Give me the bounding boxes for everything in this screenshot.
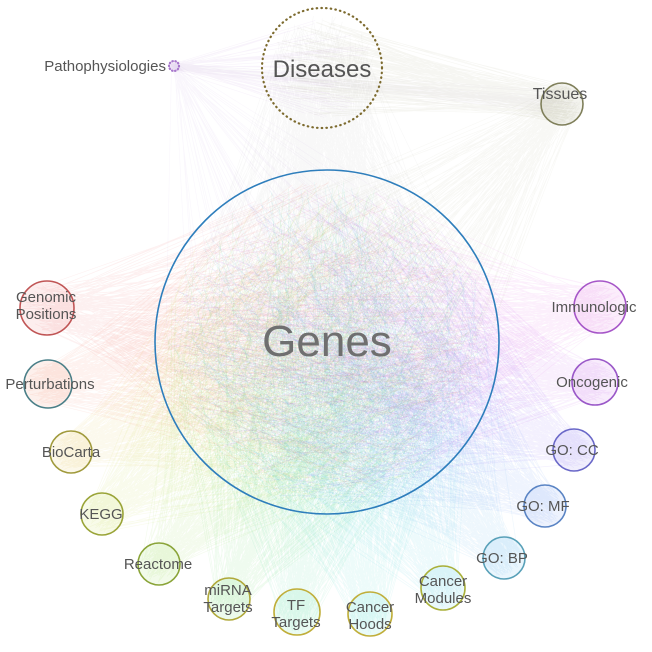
node-go_cc[interactable] — [552, 428, 596, 472]
nodes — [19, 6, 627, 637]
node-go_bp[interactable] — [482, 536, 526, 580]
node-reactome[interactable] — [137, 542, 181, 586]
edge-bundle-perturbations-genes — [27, 181, 486, 492]
node-oncogenic[interactable] — [571, 358, 619, 406]
node-tf_targets[interactable] — [273, 588, 321, 636]
edge-bundle-pathophysiologies-tissues — [170, 62, 579, 119]
edge-bundle-go_mf-genes — [174, 193, 564, 524]
node-mirna_targets[interactable] — [207, 577, 251, 621]
node-label-tissues: Tissues — [533, 86, 588, 103]
node-pathophysiologies[interactable] — [167, 59, 181, 73]
node-label-kegg: KEGG — [79, 506, 122, 523]
node-label-oncogenic: Oncogenic — [556, 374, 628, 391]
node-cancer_hoods[interactable] — [347, 591, 393, 637]
node-biocarta[interactable] — [49, 430, 93, 474]
edge-bundle-kegg-genes — [84, 184, 481, 533]
edge-bundle-genomic_positions-genes — [23, 182, 483, 500]
node-label-go_cc: GO: CC — [545, 442, 599, 459]
edge-bundle-reactome-genes — [140, 184, 486, 583]
node-label-biocarta: BioCarta — [42, 444, 101, 461]
edge-bundle-biocarta-genes — [53, 191, 487, 497]
node-genomic_positions[interactable] — [19, 280, 75, 336]
node-label-genes: Genes — [262, 317, 392, 366]
edge-bundle-go_bp-genes — [170, 184, 522, 576]
edge-bundle-tissues-genes — [168, 85, 581, 501]
node-labels: Genes Pathophysiologies DiseasesTissuesGen… — [5, 56, 637, 633]
edge-bundle-diseases-tissues — [272, 20, 581, 124]
node-diseases[interactable] — [260, 6, 384, 130]
edge-bundle-cancer_hoods-genes — [168, 181, 482, 634]
edge-bundle-immunologic-genes — [170, 192, 623, 502]
node-perturbations[interactable] — [23, 359, 73, 409]
node-tissues[interactable] — [540, 82, 584, 126]
node-label-reactome: Reactome — [124, 556, 192, 573]
node-kegg[interactable] — [80, 492, 124, 536]
edge-bundle-diseases-genes — [167, 15, 488, 499]
edge-bundle-mirna_targets-genes — [166, 193, 487, 617]
node-label-perturbations: Perturbations — [5, 376, 94, 393]
node-cancer_modules[interactable] — [420, 565, 466, 611]
node-immunologic[interactable] — [573, 280, 627, 334]
edge-bundles — [23, 15, 623, 634]
node-label-immunologic: Immunologic — [551, 299, 637, 316]
node-label-pathophysiologies: Pathophysiologies — [44, 58, 166, 75]
node-genes[interactable] — [154, 169, 500, 515]
edge-bundle-tf_targets-genes — [174, 182, 484, 632]
node-label-diseases: Diseases — [273, 56, 372, 83]
node-label-go_bp: GO: BP — [476, 550, 528, 567]
edge-bundle-pathophysiologies-genes — [166, 62, 477, 483]
edge-bundle-cancer_modules-genes — [173, 187, 477, 608]
node-label-go_mf: GO: MF — [516, 498, 569, 515]
node-go_mf[interactable] — [523, 484, 567, 528]
